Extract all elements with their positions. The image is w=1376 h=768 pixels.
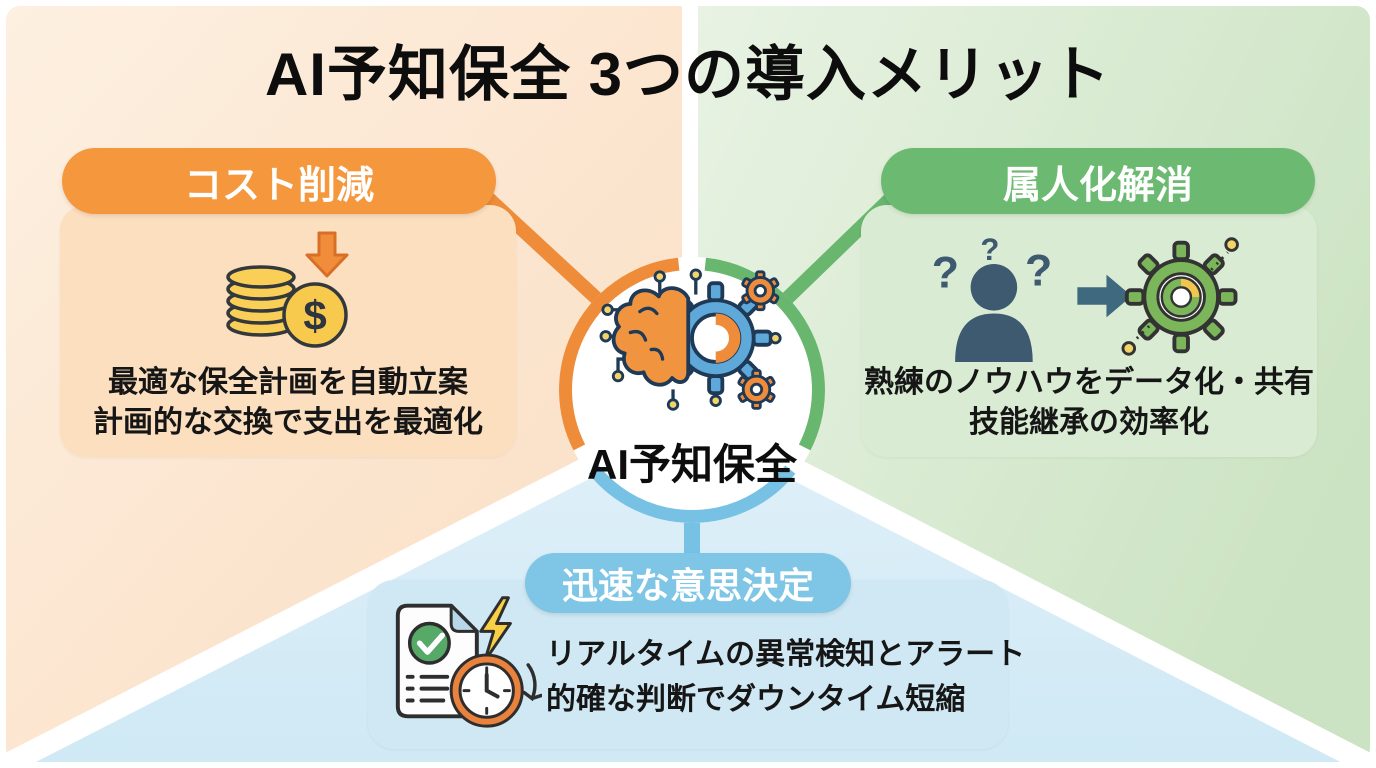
benefit-card-despecialization: 属人化解消 ? ? ?: [861, 148, 1317, 457]
benefit-header-cost-reduction: コスト削減: [62, 148, 496, 214]
benefit-card-rapid-decision: 迅速な意思決定: [368, 553, 1025, 749]
benefit-card-cost-reduction: コスト削減 $ 最適な保全計画を自動立案: [60, 148, 516, 457]
divider-diagonal-right: [684, 405, 1376, 768]
svg-text:?: ?: [1025, 246, 1052, 295]
benefit-text-rapid-decision: リアルタイムの異常検知とアラート 的確な判断でダウンタイム短縮: [546, 632, 1025, 722]
benefit-body-cost-reduction: $ 最適な保全計画を自動立案 計画的な交換で支出を最適化: [60, 205, 516, 457]
benefit-line: 計画的な交換で支出を最適化: [93, 406, 483, 440]
benefit-text-despecialization: 熟練のノウハウをデータ化・共有 技能継承の効率化: [861, 363, 1317, 443]
benefit-line: 最適な保全計画を自動立案: [108, 366, 468, 400]
ring-segment-green: [704, 257, 825, 451]
gear-with-data-ring: [1124, 240, 1238, 354]
ring-segment-blue: [588, 465, 796, 523]
svg-text:$: $: [303, 292, 326, 339]
hub-label: AI予知保全: [586, 441, 797, 488]
person-silhouette: ? ? ?: [932, 232, 1052, 362]
arrow-right: [1077, 274, 1132, 318]
coins-dollar-down-arrow-icon: $: [60, 227, 516, 352]
page-title: AI予知保全 3つの導入メリット: [264, 41, 1112, 108]
benefit-body-despecialization: ? ? ?: [861, 205, 1317, 457]
svg-text:?: ?: [932, 248, 959, 297]
document-check-clock-alert-icon: [384, 585, 542, 735]
brain-gear-circuit-icon: [597, 268, 787, 415]
benefit-line: 技能継承の効率化: [969, 406, 1209, 440]
benefit-line: リアルタイムの異常検知とアラート: [546, 638, 1026, 671]
ring-segment-orange: [559, 257, 680, 451]
benefit-text-cost-reduction: 最適な保全計画を自動立案 計画的な交換で支出を最適化: [60, 363, 516, 443]
person-question-to-gear-icon: ? ? ?: [861, 231, 1317, 362]
benefit-header-rapid-decision: 迅速な意思決定: [525, 553, 851, 613]
divider-diagonal-left: [0, 405, 696, 768]
svg-text:?: ?: [980, 232, 999, 267]
benefit-line: 的確な判断でダウンタイム短縮: [546, 683, 966, 716]
benefit-line: 熟練のノウハウをデータ化・共有: [864, 366, 1314, 400]
benefit-header-despecialization: 属人化解消: [881, 148, 1315, 214]
